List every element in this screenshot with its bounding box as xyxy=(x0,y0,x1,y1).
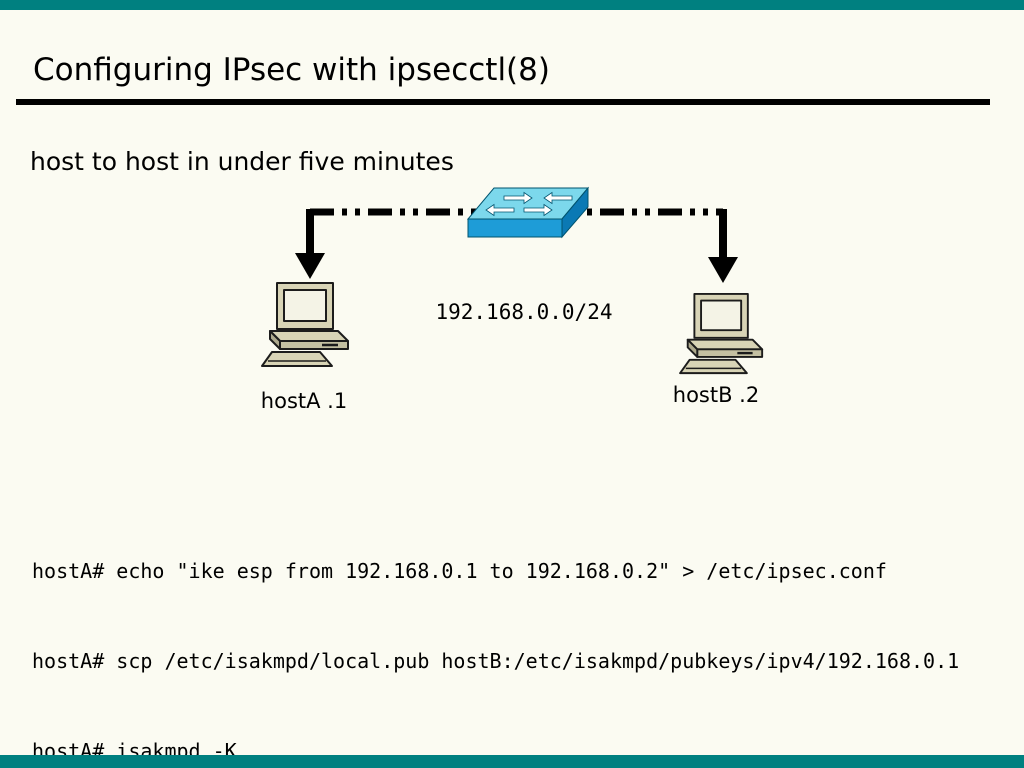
page-title: Configuring IPsec with ipsecctl(8) xyxy=(33,52,550,88)
host-a-computer-icon xyxy=(261,282,349,367)
down-arrow-right-icon xyxy=(708,209,738,283)
command-line: hostA# scp /etc/isakmpd/local.pub hostB:… xyxy=(32,649,960,673)
host-b-label: hostB .2 xyxy=(672,383,760,407)
network-address-label: 192.168.0.0/24 xyxy=(435,300,613,324)
terminal-output: hostA# echo "ike esp from 192.168.0.1 to… xyxy=(32,436,959,768)
slide-subtitle: host to host in under five minutes xyxy=(30,147,454,176)
host-b-computer-icon xyxy=(679,292,764,375)
top-accent-bar xyxy=(0,0,1024,10)
bottom-accent-bar xyxy=(0,755,1024,768)
host-a-commands: hostA# echo "ike esp from 192.168.0.1 to… xyxy=(32,496,959,768)
title-underline xyxy=(16,99,990,105)
command-line: hostA# echo "ike esp from 192.168.0.1 to… xyxy=(32,559,887,583)
down-arrow-left-icon xyxy=(295,209,325,279)
host-a-label: hostA .1 xyxy=(260,389,348,413)
switch-icon xyxy=(466,186,590,239)
